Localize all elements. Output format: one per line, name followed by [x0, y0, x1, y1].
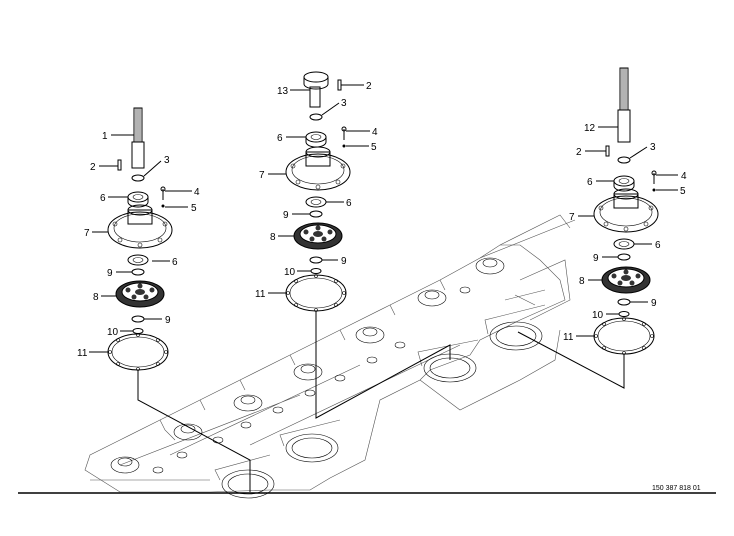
callout-8: 8: [270, 232, 276, 243]
callout-9: 9: [341, 256, 347, 267]
callout-9: 9: [283, 210, 289, 221]
bearing-housing: [593, 188, 659, 233]
callout-2: 2: [90, 162, 96, 173]
o-ring: [131, 174, 145, 182]
gear-wheel: [601, 266, 651, 294]
pin: [117, 159, 122, 171]
callout-9: 9: [107, 268, 113, 279]
callout-5: 5: [371, 142, 377, 153]
callouts-middle: 13 2 3 4 5 6 6 7 8 9 9 10 11: [255, 81, 378, 300]
callout-9: 9: [651, 298, 657, 309]
callout-10: 10: [592, 310, 604, 321]
callout-4: 4: [372, 127, 378, 138]
gear-wheel: [293, 222, 343, 250]
callout-3: 3: [650, 142, 656, 153]
callouts-left: 1 2 3 4 5 6 6 7 8 9 9 10 11: [77, 131, 200, 359]
bearing-housing: [285, 146, 351, 191]
callout-6: 6: [100, 193, 106, 204]
callout-6: 6: [277, 133, 283, 144]
callout-5: 5: [191, 203, 197, 214]
shaft-head: [303, 71, 329, 83]
callout-6: 6: [346, 198, 352, 209]
callout-10: 10: [284, 267, 296, 278]
callout-5: 5: [680, 186, 686, 197]
right-assembly: [517, 67, 659, 389]
callout-4: 4: [681, 171, 687, 182]
callout-8: 8: [93, 292, 99, 303]
cutter-bar-housing: [84, 214, 576, 499]
callout-2: 2: [366, 81, 372, 92]
callout-12: 12: [584, 123, 596, 134]
callouts-right: 12 2 3 4 5 6 6 7 8 9 9 10 11: [563, 123, 687, 343]
bar-disc-bosses: [110, 257, 505, 474]
callout-4: 4: [194, 187, 200, 198]
callout-6: 6: [172, 257, 178, 268]
callout-9: 9: [165, 315, 171, 326]
bearing: [127, 191, 149, 203]
gear-wheel: [115, 280, 165, 308]
callout-7: 7: [84, 228, 90, 239]
gasket: [107, 333, 169, 371]
callout-10: 10: [107, 327, 119, 338]
callout-2: 2: [576, 147, 582, 158]
bar-gear-openings: [214, 304, 546, 499]
middle-assembly: [285, 71, 451, 419]
callout-9: 9: [593, 253, 599, 264]
callout-8: 8: [579, 276, 585, 287]
callout-6: 6: [655, 240, 661, 251]
drawing-reference-number: 150 387 818 01: [652, 485, 701, 492]
callout-7: 7: [259, 170, 265, 181]
callout-11: 11: [77, 348, 88, 359]
callout-7: 7: [569, 212, 575, 223]
callout-11: 11: [563, 332, 574, 343]
callout-6: 6: [587, 177, 593, 188]
callout-3: 3: [341, 98, 347, 109]
bearing-housing: [107, 204, 173, 249]
callout-3: 3: [164, 155, 170, 166]
callout-1: 1: [102, 131, 108, 142]
callout-11: 11: [255, 289, 266, 300]
left-assembly: [107, 107, 251, 492]
callout-13: 13: [277, 86, 289, 97]
leader-lines: [89, 84, 678, 353]
